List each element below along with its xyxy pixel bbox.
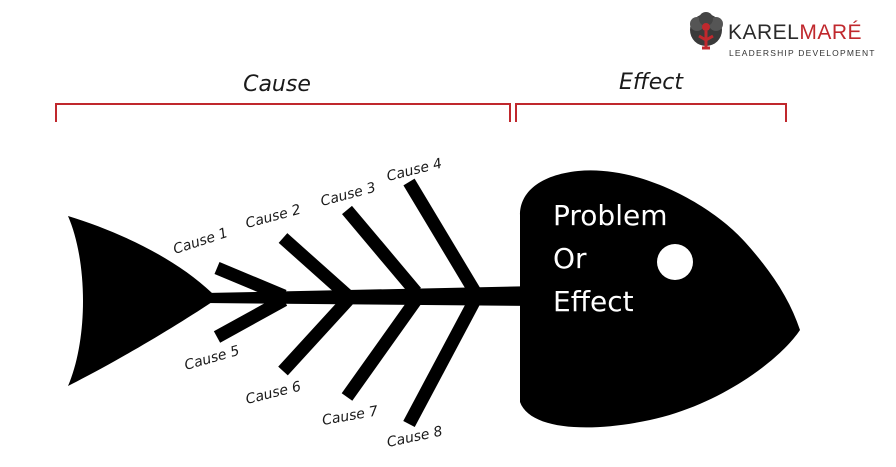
bone-cause-4 [403,178,481,296]
fish-eye [657,244,693,280]
cause-bracket [55,103,511,122]
cause-label: Cause [243,72,311,97]
bone-cause-1 [214,262,287,302]
bone-cause-5 [213,294,288,343]
svg-text:KARELMARÉ: KARELMARÉ [728,21,862,44]
fish-head [520,170,800,428]
head-line-1: Problem [553,199,667,232]
logo-name-part2: MARÉ [799,21,862,44]
cause-label-5: Cause 5 [183,343,242,374]
bone-cause-3 [342,205,421,297]
bone-cause-2 [278,233,353,301]
logo: KARELMARÉ LEADERSHIP DEVELOPMENT [690,12,876,58]
logo-subtitle: LEADERSHIP DEVELOPMENT [729,48,876,58]
tree-person-icon [690,12,723,50]
cause-label-8: Cause 8 [386,423,445,450]
bone-cause-8 [403,296,481,428]
cause-label-6: Cause 6 [244,379,303,408]
cause-label-2: Cause 2 [244,202,303,232]
effect-bracket [515,103,787,122]
cause-label-3: Cause 3 [319,180,378,210]
bone-cause-7 [341,296,422,401]
effect-label: Effect [619,70,684,95]
logo-name-part1: KAREL [728,21,799,44]
bone-cause-6 [278,295,353,376]
head-line-3: Effect [553,285,634,318]
fish-tail [68,216,212,386]
cause-label-7: Cause 7 [321,403,380,429]
head-line-2: Or [553,242,587,275]
cause-label-1: Cause 1 [171,225,230,258]
fish-spine [205,286,540,306]
